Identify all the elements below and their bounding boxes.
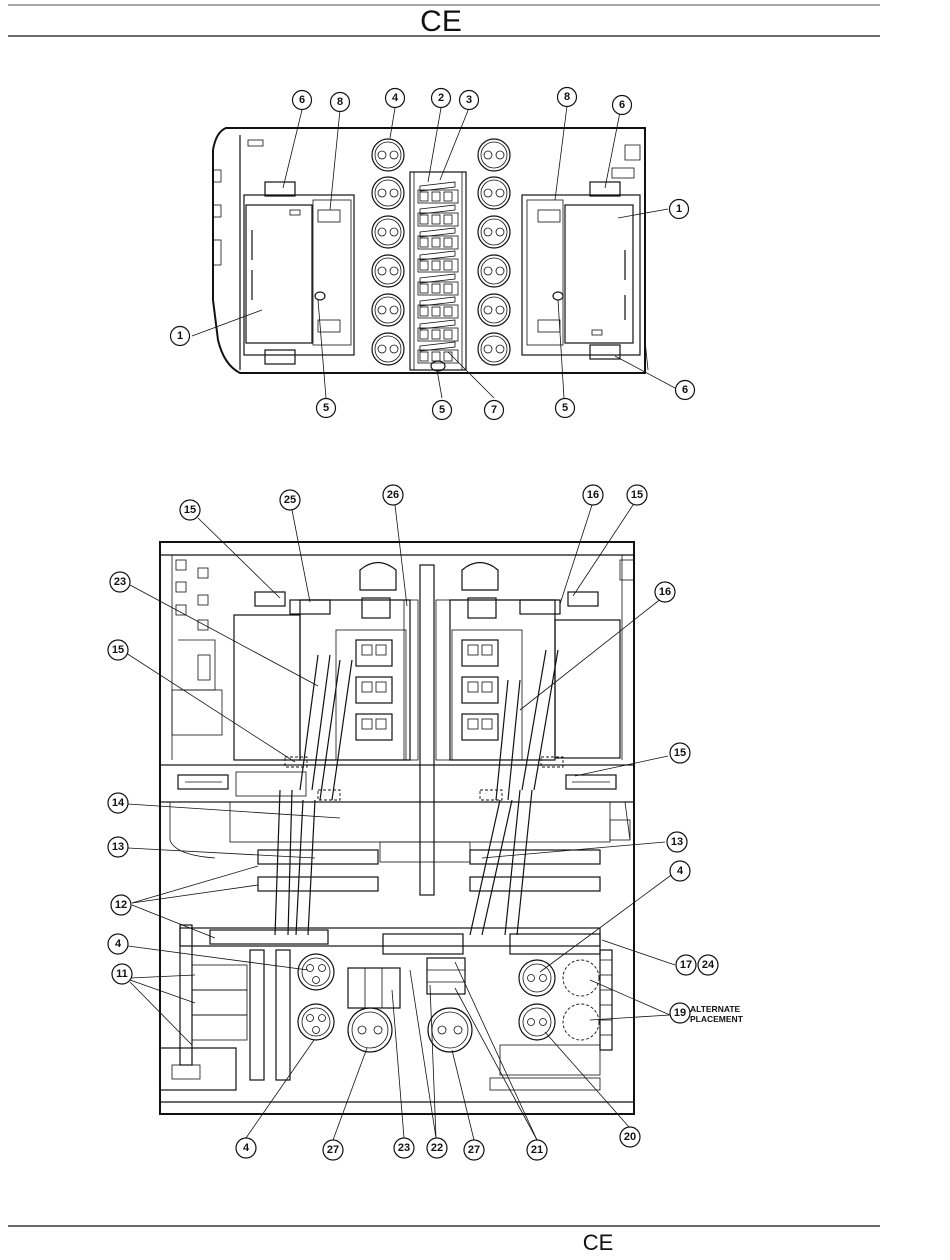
alternate-placement-note-line1: ALTERNATE <box>690 1004 741 1014</box>
callout-23: 23 <box>110 572 130 592</box>
svg-text:7: 7 <box>491 404 497 416</box>
callout-27: 27 <box>464 1140 484 1160</box>
callout-12: 12 <box>111 895 131 915</box>
callout-5: 5 <box>433 401 452 420</box>
callout-7: 7 <box>485 401 504 420</box>
svg-text:6: 6 <box>299 94 305 106</box>
callout-11: 11 <box>112 964 132 984</box>
callout-15: 15 <box>627 485 647 505</box>
svg-text:23: 23 <box>398 1142 410 1154</box>
svg-text:2: 2 <box>438 92 444 104</box>
callout-13: 13 <box>108 837 128 857</box>
svg-text:15: 15 <box>112 644 124 656</box>
bottom-view-drawing <box>126 505 675 1140</box>
svg-text:12: 12 <box>115 899 127 911</box>
svg-text:13: 13 <box>671 836 683 848</box>
svg-text:3: 3 <box>466 94 472 106</box>
top-view-drawing <box>192 106 675 398</box>
callout-4: 4 <box>108 934 128 954</box>
callout-16: 16 <box>655 582 675 602</box>
svg-text:4: 4 <box>392 92 399 104</box>
svg-text:27: 27 <box>327 1144 339 1156</box>
callout-8: 8 <box>558 88 577 107</box>
callout-22: 22 <box>427 1138 447 1158</box>
callout-15: 15 <box>108 640 128 660</box>
svg-text:22: 22 <box>431 1142 443 1154</box>
bottom-view-callouts: 15 25 26 16 15 23 16 15 15 14 13 13 12 4… <box>108 485 744 1160</box>
callout-6: 6 <box>613 96 632 115</box>
svg-text:21: 21 <box>531 1144 543 1156</box>
svg-text:8: 8 <box>564 91 570 103</box>
svg-text:15: 15 <box>184 504 196 516</box>
svg-text:5: 5 <box>439 404 445 416</box>
callout-5: 5 <box>556 399 575 418</box>
callout-4: 4 <box>236 1138 256 1158</box>
svg-text:15: 15 <box>674 747 686 759</box>
callout-25: 25 <box>280 490 300 510</box>
svg-text:25: 25 <box>284 494 296 506</box>
callout-15: 15 <box>670 743 690 763</box>
callout-14: 14 <box>108 793 128 813</box>
callout-27: 27 <box>323 1140 343 1160</box>
callout-17: 17 <box>676 955 696 975</box>
callout-8: 8 <box>331 93 350 112</box>
callout-20: 20 <box>620 1127 640 1147</box>
svg-text:16: 16 <box>587 489 599 501</box>
header-ce-mark: CE <box>420 5 462 38</box>
svg-text:1: 1 <box>676 203 682 215</box>
callout-6: 6 <box>676 381 695 400</box>
footer-ce-mark: CE <box>583 1230 614 1255</box>
callout-1: 1 <box>171 327 190 346</box>
callout-2: 2 <box>432 89 451 108</box>
svg-text:6: 6 <box>682 384 688 396</box>
svg-text:11: 11 <box>116 968 128 980</box>
svg-text:5: 5 <box>323 402 329 414</box>
svg-text:8: 8 <box>337 96 343 108</box>
callout-13: 13 <box>667 832 687 852</box>
callout-23: 23 <box>394 1138 414 1158</box>
svg-text:4: 4 <box>243 1142 250 1154</box>
svg-text:6: 6 <box>619 99 625 111</box>
callout-19: 19 <box>670 1003 690 1023</box>
svg-text:26: 26 <box>387 489 399 501</box>
svg-text:19: 19 <box>674 1007 686 1019</box>
svg-text:16: 16 <box>659 586 671 598</box>
callout-21: 21 <box>527 1140 547 1160</box>
svg-text:4: 4 <box>115 938 122 950</box>
svg-text:13: 13 <box>112 841 124 853</box>
callout-3: 3 <box>460 91 479 110</box>
callout-5: 5 <box>317 399 336 418</box>
svg-text:23: 23 <box>114 576 126 588</box>
callout-26: 26 <box>383 485 403 505</box>
svg-text:5: 5 <box>562 402 568 414</box>
callout-1: 1 <box>670 200 689 219</box>
svg-text:15: 15 <box>631 489 643 501</box>
alternate-placement-note-line2: PLACEMENT <box>690 1014 744 1024</box>
callout-4: 4 <box>670 861 690 881</box>
callout-24: 24 <box>698 955 718 975</box>
callout-16: 16 <box>583 485 603 505</box>
svg-text:17: 17 <box>680 959 692 971</box>
svg-text:27: 27 <box>468 1144 480 1156</box>
svg-text:20: 20 <box>624 1131 636 1143</box>
svg-text:14: 14 <box>112 797 125 809</box>
callout-15: 15 <box>180 500 200 520</box>
svg-text:1: 1 <box>177 330 183 342</box>
svg-text:24: 24 <box>702 959 715 971</box>
callout-6: 6 <box>293 91 312 110</box>
svg-text:4: 4 <box>677 865 684 877</box>
callout-4: 4 <box>386 89 405 108</box>
